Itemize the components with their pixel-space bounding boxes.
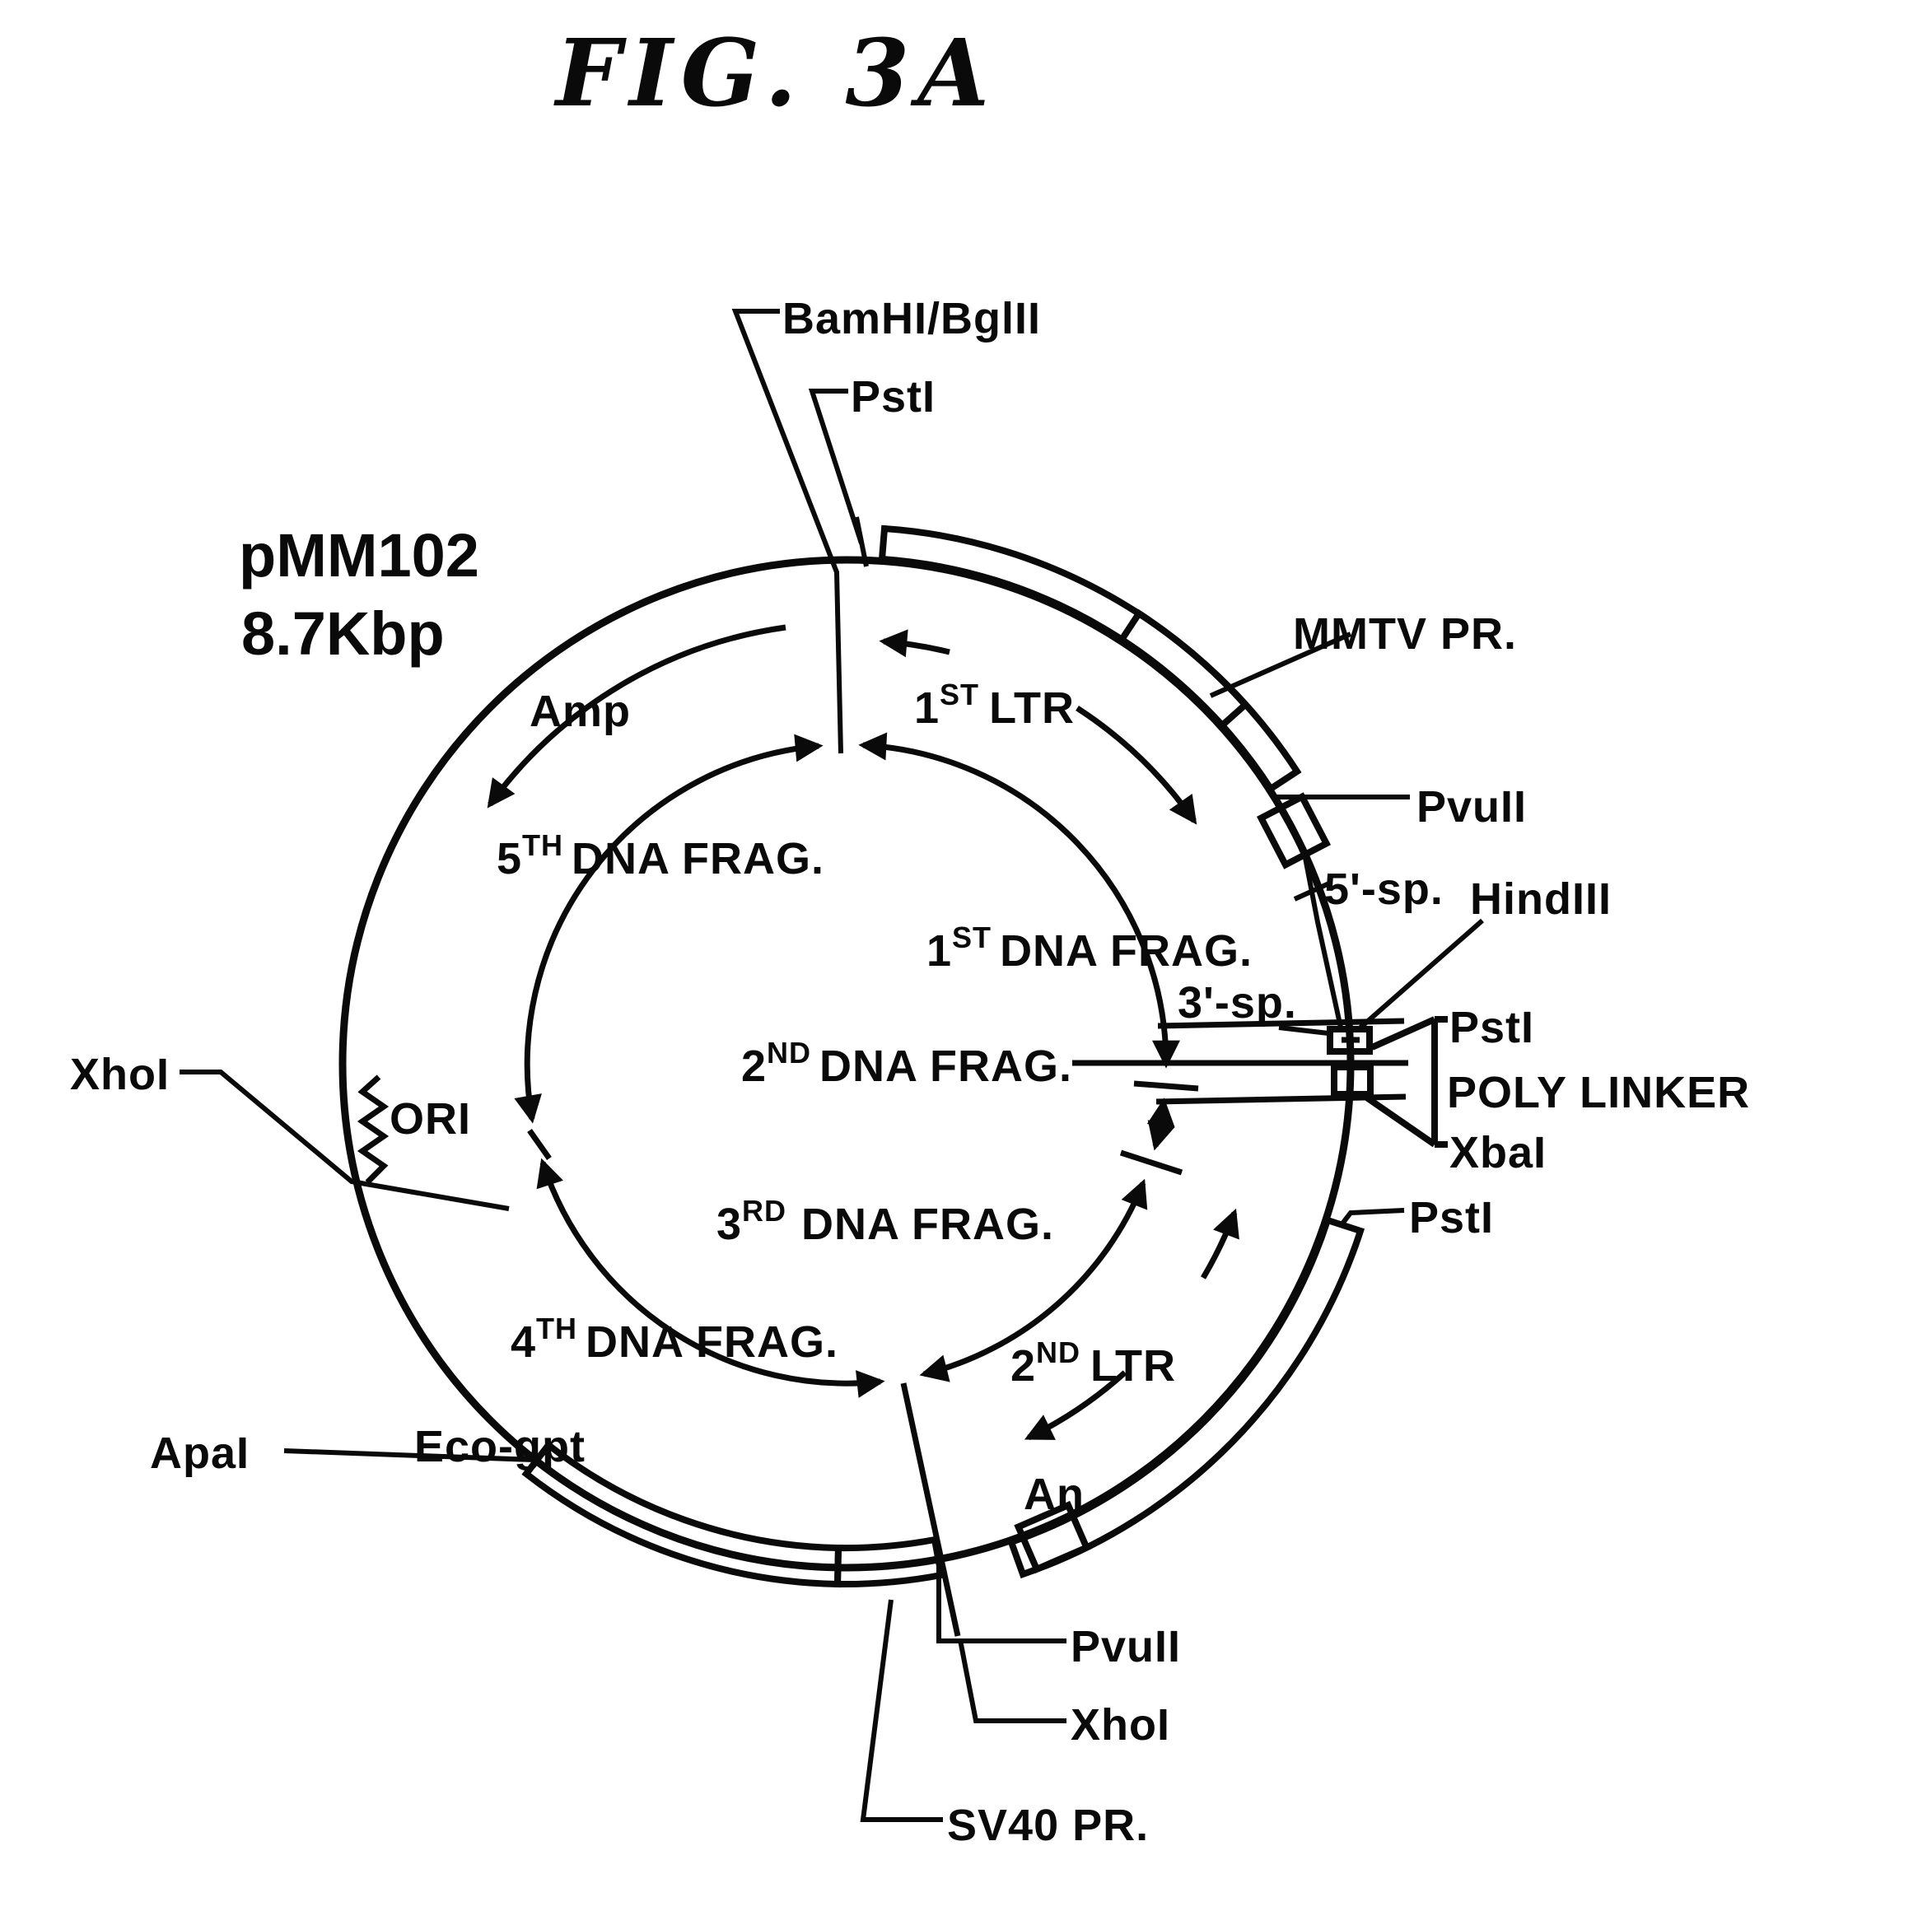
an-label: An (1024, 1470, 1085, 1519)
fragment-1-arc (858, 732, 1180, 1069)
apai-label: ApaI (150, 1429, 250, 1478)
pvuii-lower-label: PvuII (1071, 1622, 1181, 1671)
eco-gpt-label: Eco-gpt (414, 1422, 586, 1471)
sp3-leader (1278, 1025, 1329, 1036)
sv40-label: SV40 PR. (947, 1801, 1149, 1850)
polylinker-bracket (1363, 1016, 1448, 1148)
bracket-top-diagonal (1370, 1016, 1436, 1051)
sp5-box (1256, 792, 1332, 869)
an-box (1014, 1500, 1091, 1574)
xhoi-left-leader (180, 1070, 510, 1211)
bamhi-leader (731, 309, 843, 754)
psti-lower-label: PstI (1409, 1193, 1494, 1242)
hindiii-label: HindIII (1470, 874, 1612, 924)
hindiii-site-box (1327, 1026, 1373, 1055)
polylinker-label: POLY LINKER (1447, 1068, 1750, 1117)
mmtv-leader (1209, 632, 1352, 698)
polylinker-site-box (1331, 1064, 1374, 1098)
plasmid-name-label: pMM102 (239, 521, 479, 590)
xbai-label: XbaI (1449, 1128, 1547, 1177)
bracket-bottom-diagonal (1363, 1093, 1437, 1148)
bamhi-bglii-label: BamHI/BglII (782, 294, 1041, 343)
mmtv-label: MMTV PR. (1293, 609, 1517, 659)
fragment-3-arc (919, 1178, 1148, 1382)
xhoi-lower-label: XhoI (1071, 1700, 1170, 1750)
sp5-tick (1293, 880, 1332, 902)
leader-lines (180, 309, 1484, 1822)
junction-tick-xhoi-bottom (900, 1382, 961, 1637)
eco-gpt-segment (521, 1440, 842, 1588)
ori-label: ORI (390, 1094, 471, 1144)
psti-right-label: PstI (1449, 1003, 1534, 1052)
polylinker-boxes (1072, 1018, 1408, 1105)
apai-leader (283, 1448, 534, 1462)
pvuii-upper-label: PvuII (1416, 782, 1527, 832)
mmtv-promoter-segment (1117, 608, 1250, 730)
pvuii-lower-leader (936, 1559, 1066, 1643)
junction-tick-xbai (1119, 1149, 1183, 1176)
ltr2-arrow-cw (1024, 1370, 1127, 1441)
amp-label: Amp (530, 687, 631, 736)
ltr1-arrow-ccw (879, 629, 950, 658)
ori-zigzag-icon (357, 1074, 390, 1185)
sp5-label: 5'-sp. (1324, 865, 1444, 914)
amp-direction-arrow (487, 624, 786, 809)
xhoi-lower-leader (958, 1639, 1066, 1723)
ltr1-band-segment (878, 524, 1302, 794)
psti-top-tick (854, 516, 869, 567)
annotation-arrows (487, 624, 1239, 1441)
figure-title: FIG. 3A (553, 20, 997, 128)
sp3-label: 3'-sp. (1178, 978, 1297, 1028)
fragment-arcs (514, 732, 1180, 1398)
sv40-leader (860, 1599, 943, 1822)
junction-ticks (527, 1080, 1199, 1637)
ltr1-arrow-cw (1076, 706, 1197, 825)
hindiii-leader (1359, 918, 1484, 1030)
ltr2-band-segment (1006, 1215, 1365, 1579)
psti-top-leader (808, 389, 864, 544)
ltr2-band (1006, 1215, 1365, 1579)
polylinker-line-top (1157, 1018, 1405, 1029)
junction-tick-hindiii (1133, 1080, 1199, 1092)
psti-top-label: PstI (851, 372, 936, 422)
plasmid-size-label: 8.7Kbp (241, 599, 445, 668)
fragment-5-arc (514, 734, 824, 1124)
fragment-2-arc (1146, 1098, 1175, 1151)
sp5-to-hindiii-line (1303, 857, 1343, 1028)
junction-tick-left (527, 1128, 552, 1161)
fragment-4-arc (536, 1158, 885, 1398)
ltr2-arrow-ccw (1200, 1208, 1239, 1279)
xhoi-left-label: XhoI (70, 1050, 170, 1099)
ltr1-mmtv-band (878, 524, 1302, 794)
psti-lower-leader (1337, 1208, 1405, 1228)
